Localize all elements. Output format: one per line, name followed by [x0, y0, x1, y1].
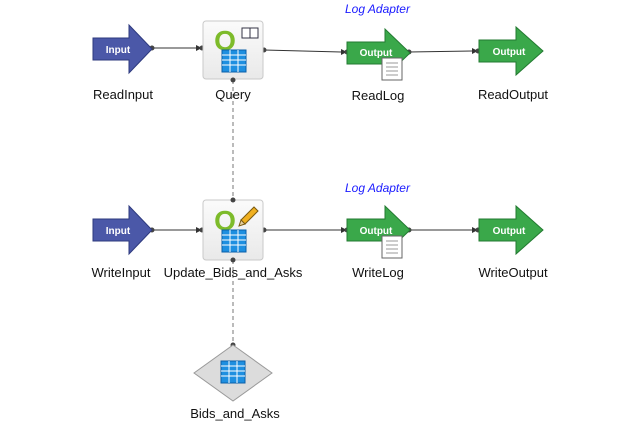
writelog-arrow-text: Output — [360, 226, 393, 237]
writeinput-label: WriteInput — [91, 265, 150, 280]
writeoutput-arrow-text: Output — [493, 226, 526, 237]
update-bids-and-asks-label: Update_Bids_and_Asks — [164, 265, 303, 280]
input-arrow-text: Input — [106, 45, 131, 56]
query-q-icon: Q — [214, 205, 236, 236]
log-document-icon — [381, 57, 403, 81]
output-stream-writeoutput[interactable]: Output — [478, 204, 544, 256]
readinput-label: ReadInput — [93, 87, 153, 102]
query-q-icon: Q — [214, 25, 236, 56]
writeoutput-label: WriteOutput — [478, 265, 548, 280]
writelog-label: WriteLog — [352, 265, 404, 280]
read-log-adapter-label: Log Adapter — [345, 2, 411, 16]
readoutput-arrow-text: Output — [493, 47, 526, 58]
writelog-adapter[interactable]: Output — [346, 204, 411, 259]
writeinput-arrow-text: Input — [106, 226, 131, 237]
output-arrow-shape — [478, 204, 544, 256]
readoutput-label: ReadOutput — [478, 87, 548, 102]
input-arrow-shape — [92, 23, 153, 75]
bids-and-asks-query-table[interactable] — [193, 344, 273, 402]
output-arrow-shape — [478, 25, 544, 77]
query-label: Query — [215, 87, 251, 102]
readlog-label: ReadLog — [352, 88, 405, 103]
log-document-icon — [381, 235, 403, 259]
bids-and-asks-label: Bids_and_Asks — [190, 406, 280, 421]
table-grid-icon — [220, 360, 246, 384]
write-log-adapter-label: Log Adapter — [345, 181, 411, 195]
readlog-arrow-text: Output — [360, 48, 393, 59]
input-arrow-shape — [92, 204, 153, 256]
query-table-grid-icon — [221, 49, 247, 73]
output-stream-readoutput[interactable]: Output — [478, 25, 544, 77]
update-bids-and-asks-operator[interactable]: Q — [202, 199, 264, 261]
readlog-adapter[interactable]: Output — [346, 27, 411, 81]
query-operator[interactable]: Q — [202, 20, 264, 80]
book-icon — [241, 27, 259, 39]
pencil-icon — [238, 206, 259, 227]
write-flow: Log Adapter Input WriteInput Q — [91, 181, 547, 280]
input-stream-writeinput[interactable]: Input — [92, 204, 153, 256]
query-table-grid-icon — [221, 229, 247, 253]
read-flow: Log Adapter Input ReadInput Q — [92, 2, 548, 103]
input-stream-readinput[interactable]: Input — [92, 23, 153, 75]
